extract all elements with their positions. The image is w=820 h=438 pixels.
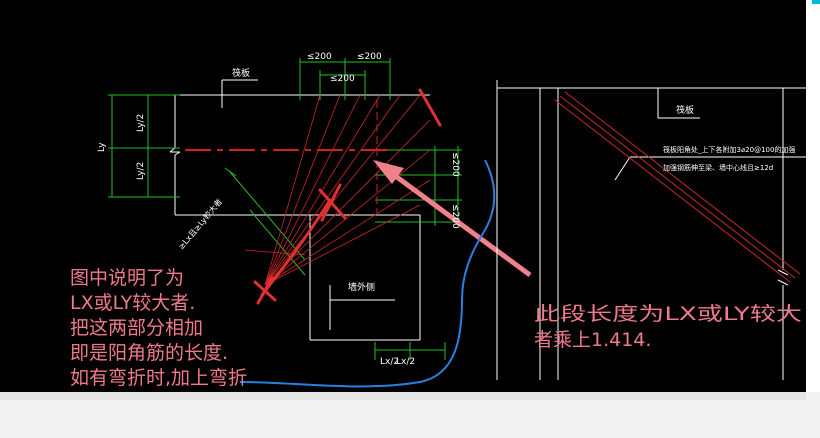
left-detail-lines xyxy=(169,79,430,341)
dim-lx-half-right: Lx/2 xyxy=(396,357,415,367)
dim-s200-b: ≤200 xyxy=(357,52,382,62)
note-line-1: 筏板阳角处_上下各附加3⌀20@100的加强 xyxy=(663,145,795,154)
dim-ly-half-bottom: Ly/2 xyxy=(136,162,146,180)
dim-ly-half-top: Ly/2 xyxy=(136,114,146,132)
annotation-right: 此段长度为LX或LY较大 者乘上1.414. xyxy=(534,303,802,351)
dim-s200-a: ≤200 xyxy=(307,52,332,62)
annotation-left-line-1: 图中说明了为 xyxy=(70,267,184,289)
drawing-background xyxy=(0,0,806,392)
corner-marker xyxy=(812,0,820,4)
right-rebar-lines xyxy=(554,91,801,283)
label-wall-side: 墙外侧 xyxy=(348,281,375,293)
note-line-2: 加强钢筋伸至梁、墙中心线且≥12d xyxy=(663,163,773,172)
dim-s200-e: ≤200 xyxy=(450,204,460,229)
annotation-right-line-2: 者乘上1.414. xyxy=(534,329,651,351)
annotation-left: 图中说明了为 LX或LY较大者. 把这两部分相加 即是阳角筋的长度. 如有弯折时… xyxy=(70,267,247,389)
annotation-left-line-5: 如有弯折时,加上弯折 xyxy=(70,367,247,389)
annotation-right-line-1: 此段长度为LX或LY较大 xyxy=(534,303,802,325)
right-edge xyxy=(806,0,820,392)
right-detail-lines xyxy=(496,80,806,380)
blue-boundary-curve xyxy=(239,159,496,388)
rebar-fan-lines xyxy=(244,94,431,286)
dim-ly: Ly xyxy=(97,142,107,152)
dim-s200-d: ≤200 xyxy=(450,152,460,177)
dim-lx-half-left: Lx/2 xyxy=(380,357,399,367)
label-raft-left: 筏板 xyxy=(232,67,250,79)
hand-markup xyxy=(253,88,442,305)
red-arrow xyxy=(373,160,532,278)
annotation-left-line-2: LX或LY较大者. xyxy=(70,292,195,314)
status-strip xyxy=(0,392,806,400)
label-raft-right: 筏板 xyxy=(676,104,694,116)
dim-s200-c: ≤200 xyxy=(330,74,355,84)
annotation-left-line-3: 把这两部分相加 xyxy=(70,317,203,339)
annotation-left-line-4: 即是阳角筋的长度. xyxy=(70,342,228,364)
